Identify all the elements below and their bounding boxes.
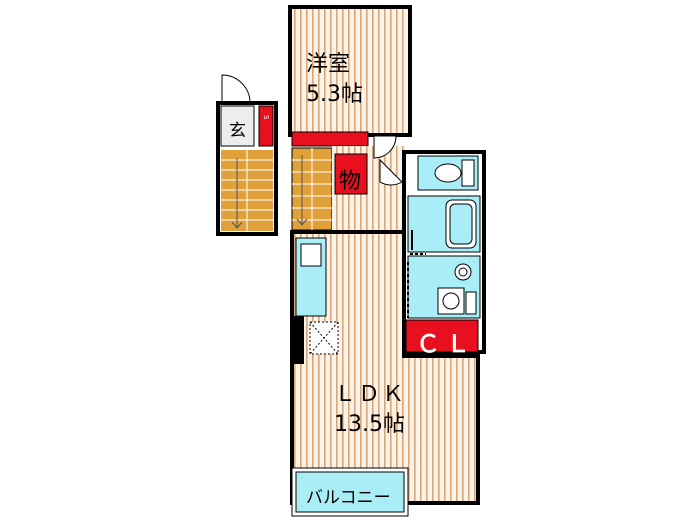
wet-area-block bbox=[402, 150, 486, 354]
shoe-box-label: S bbox=[262, 115, 270, 120]
ldk-room-size: 13.5帖 bbox=[334, 412, 405, 437]
entrance-label: 玄 bbox=[229, 121, 246, 141]
inner-stairs bbox=[291, 147, 333, 231]
balcony bbox=[291, 467, 409, 517]
door-arc bbox=[379, 158, 403, 186]
storage-label: 物 bbox=[339, 169, 362, 194]
western-room-name: 洋室 bbox=[306, 52, 351, 77]
closet-label: ＣＬ bbox=[416, 330, 476, 358]
ldk-room-name: ＬＤＫ bbox=[334, 382, 407, 407]
western-room-size: 5.3帖 bbox=[306, 82, 363, 107]
door-arc bbox=[373, 135, 397, 159]
western-room bbox=[288, 5, 412, 147]
entrance-stair-block bbox=[216, 74, 278, 236]
balcony-label: バルコニー bbox=[306, 488, 391, 508]
storage-box bbox=[334, 153, 368, 195]
